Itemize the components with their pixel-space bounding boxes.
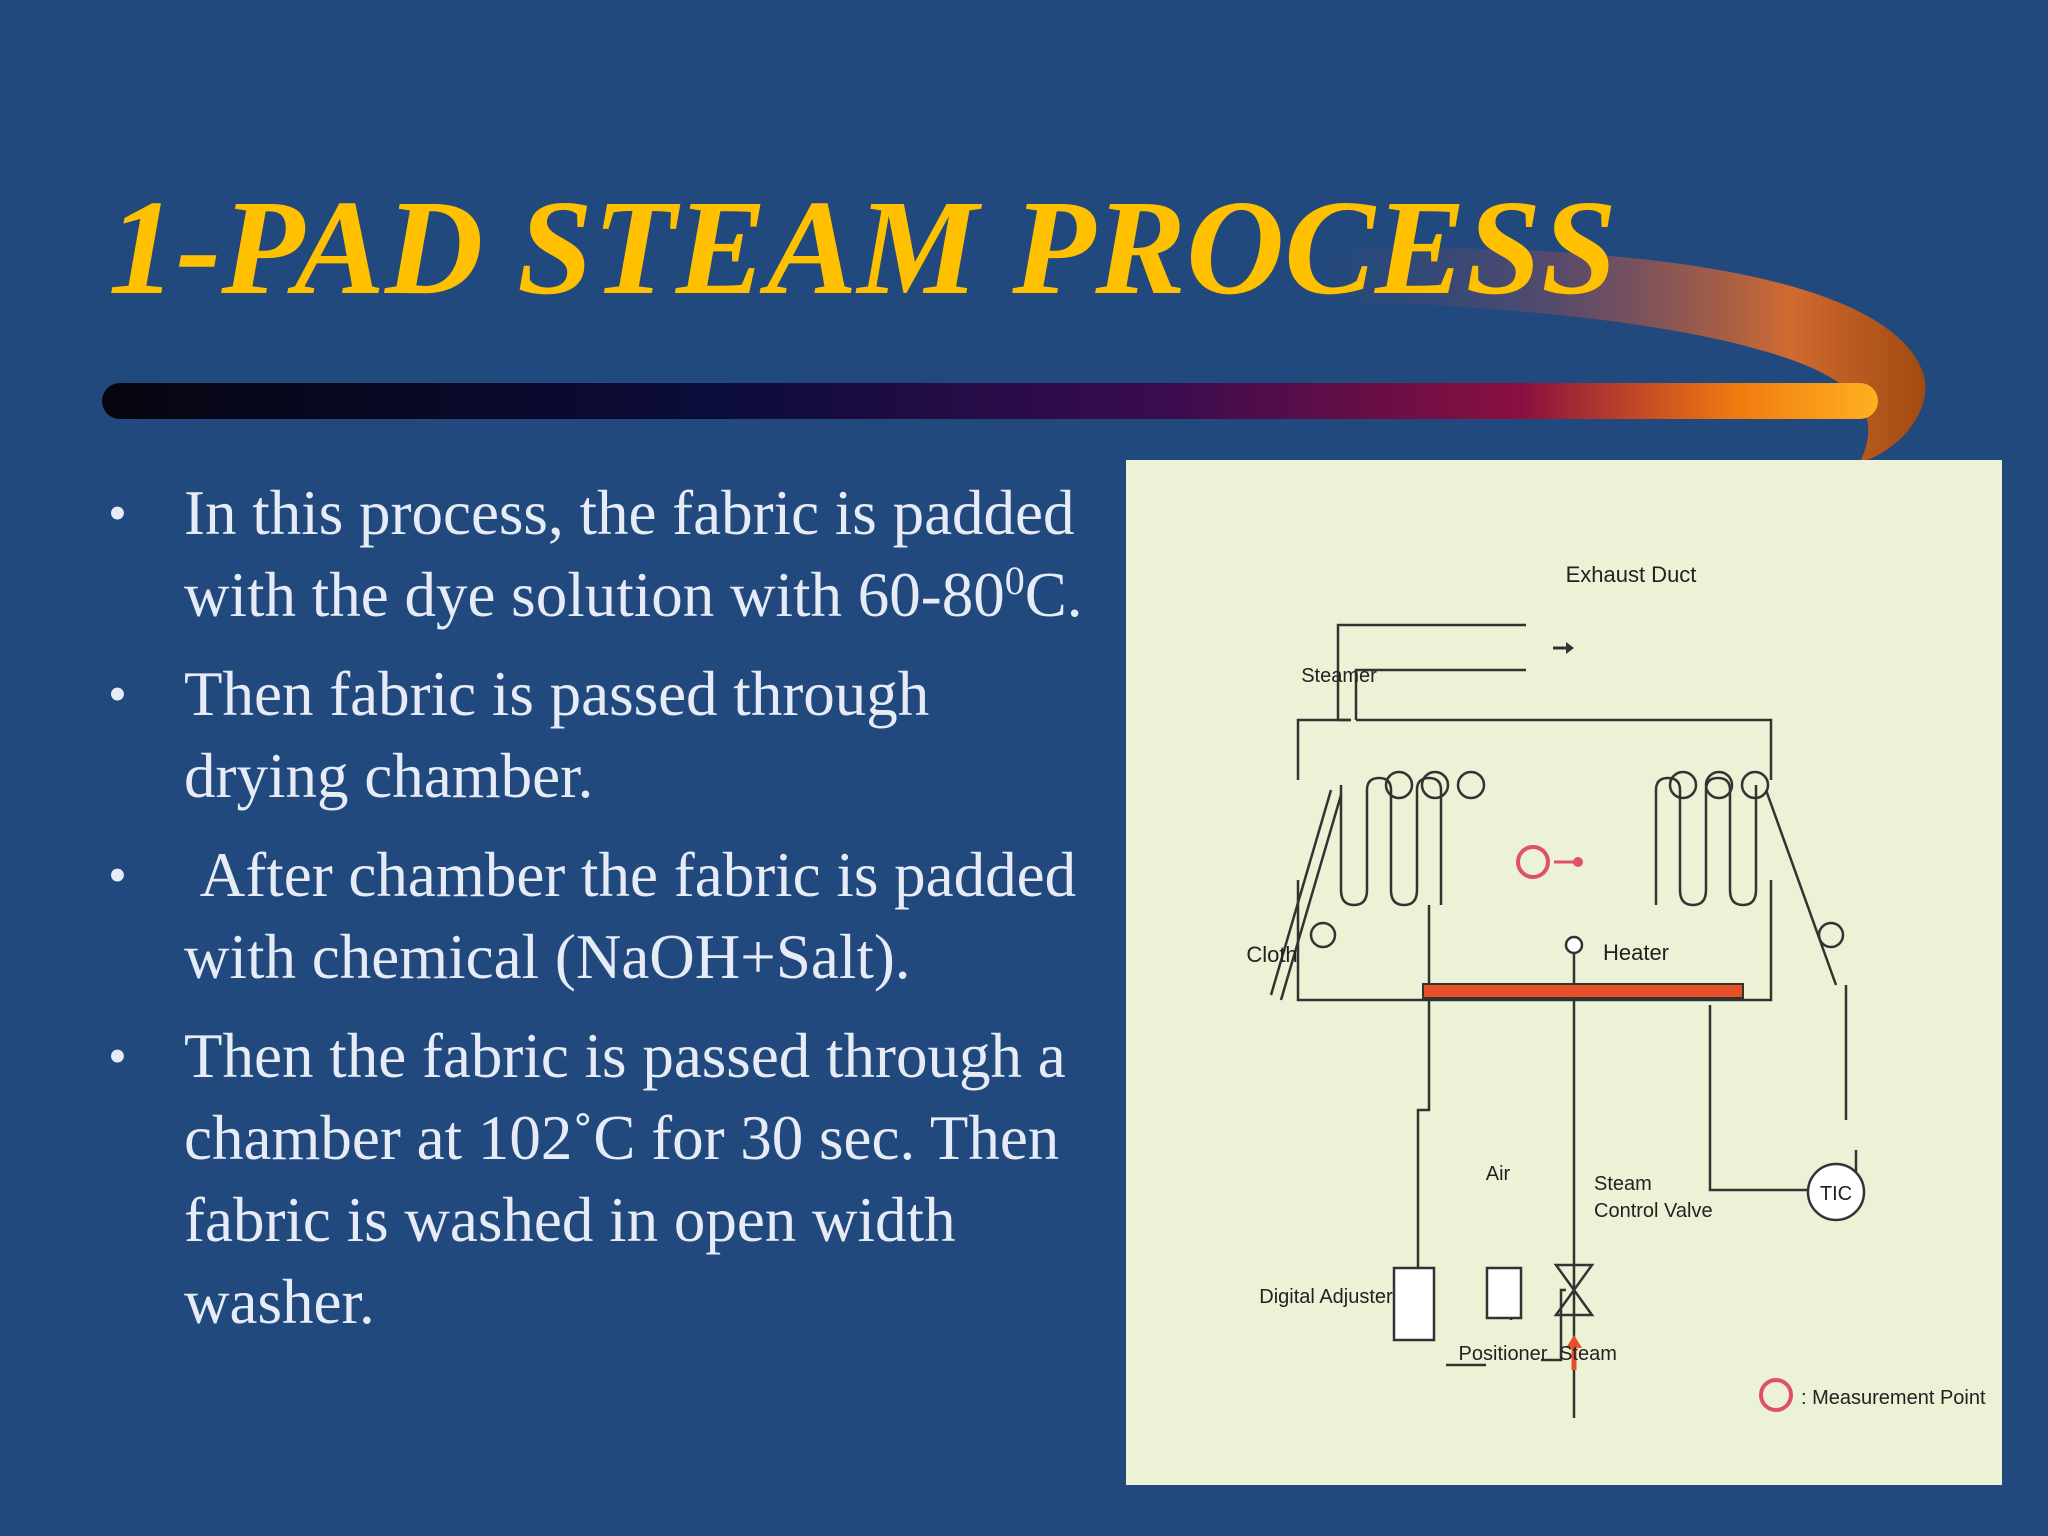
exhaust-duct-outer [1336,623,1526,720]
cloth-in-2 [1279,794,1343,1001]
steamer-label: Steamer [1301,665,1377,687]
legend-measurement-icon [1759,1378,1793,1412]
digital-adjuster-label: Digital Adjuster [1259,1286,1393,1308]
cloth-label: Cloth [1246,942,1297,967]
steamer-bottom [1296,880,1773,1002]
bullet-symbol: • [108,845,127,905]
steam-label: Steam [1559,1343,1617,1365]
measurement-point-legend: : Measurement Point [1801,1387,1986,1409]
measurement-point-icon [1516,845,1550,879]
cloth-in [1269,789,1333,996]
tic-label: TIC [1820,1183,1852,1205]
bullet-text: Then the fabric is passed through a cham… [184,1021,1066,1337]
bullet-text: Then fabric is passed through drying cha… [184,659,930,811]
sensor [1564,935,1584,955]
bullet-text-end: C. [1024,560,1083,630]
left-serpentine [1339,776,1443,907]
bullet-symbol: • [108,1026,127,1086]
steamer-top-left [1296,718,1351,780]
process-schematic: Exhaust Duct Steamer Cloth Heater Air St… [1246,562,1986,1418]
air-label: Air [1486,1163,1511,1185]
digital-adjuster-box [1392,1266,1436,1342]
bullet-symbol: • [108,483,127,543]
bullet-item: • Then the fabric is passed through a ch… [100,1015,1100,1343]
signal-line-1 [1416,905,1431,1290]
steam-valve-label-2: Control Valve [1594,1200,1713,1222]
heater-label: Heater [1603,940,1669,965]
title-underline-swoosh [102,247,1926,462]
tic-line [1708,1005,1858,1192]
right-serpentine [1654,776,1758,907]
bullet-item: • In this process, the fabric is padded … [100,472,1100,636]
steam-valve-label-1: Steam [1594,1173,1652,1195]
bullet-text: After chamber the fabric is padded with … [184,840,1092,992]
bullet-text: In this process, the fabric is padded wi… [184,478,1075,630]
heater-bar [1422,983,1744,999]
steamer-top [1338,718,1773,780]
positioner-label: Positioner [1459,1343,1548,1365]
bullet-item: • Then fabric is passed through drying c… [100,653,1100,817]
pad-steam-diagram: Exhaust Duct Steamer Cloth Heater Air St… [1126,460,2002,1485]
slide-title: 1-PAD STEAM PROCESS [108,173,1617,323]
positioner-to-valve [1541,1288,1566,1362]
bullet-item: • After chamber the fabric is padded wit… [100,834,1100,998]
exhaust-duct-label: Exhaust Duct [1566,562,1697,587]
bullet-symbol: • [108,664,127,724]
steam-control-valve [1553,1263,1595,1317]
tic-circle [1806,1162,1866,1222]
cloth-out [1764,789,1838,986]
superscript: 0 [1004,558,1025,603]
exhaust-duct-inner [1354,668,1526,720]
bullet-list: • In this process, the fabric is padded … [100,472,1100,1360]
positioner-box [1485,1266,1523,1320]
